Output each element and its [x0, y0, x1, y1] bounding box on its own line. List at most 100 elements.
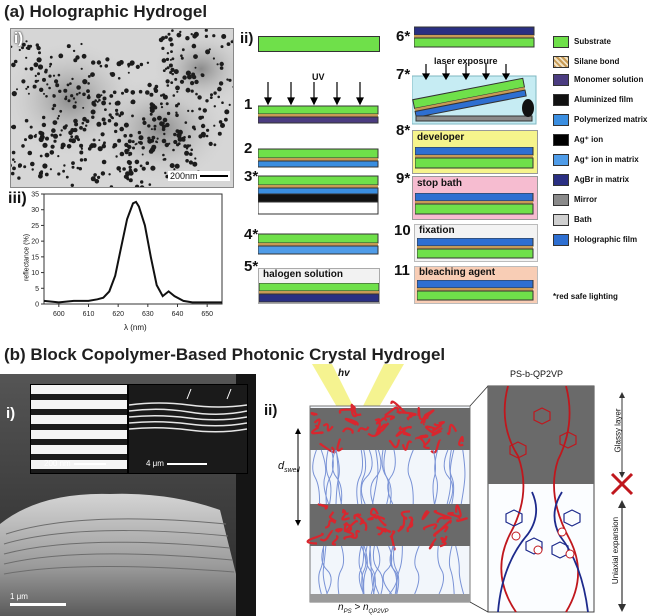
- nanoparticle: [46, 83, 49, 86]
- ps-domain-chain: [353, 514, 365, 523]
- qp2vp-chain: [432, 449, 437, 505]
- legend-swatch: [553, 73, 569, 86]
- nanoparticle: [114, 129, 118, 134]
- nanoparticle: [170, 81, 174, 84]
- nanoparticle: [140, 180, 144, 184]
- diagram-step-3: [258, 175, 379, 215]
- nanoparticle: [134, 159, 140, 165]
- nanoparticle: [149, 102, 154, 107]
- legend-swatch: [553, 55, 569, 68]
- stop-bath: stop bath: [412, 176, 538, 220]
- qp2vp-chain: [381, 449, 392, 505]
- nanoparticle: [11, 163, 12, 168]
- nanoparticle: [127, 65, 130, 68]
- nanoparticle: [34, 74, 37, 77]
- ps-domain-chain: [322, 423, 334, 432]
- step-11-label: 11: [394, 262, 410, 279]
- nanoparticle: [57, 73, 61, 77]
- nanoparticle: [219, 61, 224, 67]
- section-a-title: (a) Holographic Hydrogel: [4, 2, 208, 21]
- ps-domain-chain: [369, 507, 379, 517]
- scale-4um-text: 4 μm: [146, 459, 164, 468]
- nanoparticle: [189, 144, 192, 147]
- nanoparticle: [190, 148, 193, 152]
- nanoparticle: [17, 176, 21, 180]
- nanoparticle: [161, 138, 167, 144]
- nanoparticle: [11, 62, 16, 68]
- nanoparticle: [104, 64, 109, 68]
- nanoparticle: [119, 170, 122, 173]
- nanoparticle: [43, 92, 45, 95]
- ps-domain-chain: [313, 418, 321, 428]
- nanoparticle: [180, 54, 183, 57]
- nanoparticle: [63, 88, 68, 93]
- ps-domain-chain: [338, 404, 356, 415]
- ps-domain-chain: [399, 516, 406, 530]
- legend-swatch: [553, 35, 569, 48]
- nanoparticle: [139, 185, 145, 187]
- nanoparticle: [24, 67, 28, 71]
- ps-domain-chain: [408, 516, 414, 528]
- nanoparticle: [174, 163, 180, 169]
- nanoparticle: [185, 70, 191, 76]
- nanoparticle: [166, 111, 171, 116]
- ps-domain-chain: [375, 423, 387, 435]
- nanoparticle: [164, 35, 168, 39]
- nanoparticle: [109, 185, 114, 187]
- nanoparticle: [87, 147, 92, 151]
- nanoparticle: [138, 141, 143, 145]
- nanoparticle: [12, 158, 15, 161]
- relation-n2: > n: [351, 602, 369, 613]
- nanoparticle: [53, 134, 56, 137]
- y-tick-label: 25: [31, 223, 39, 230]
- nanoparticle: [104, 108, 107, 111]
- diagram-step-4: [258, 233, 379, 255]
- nanoparticle: [55, 83, 60, 88]
- nanoparticle: [170, 50, 173, 53]
- nanoparticle: [187, 135, 191, 139]
- nanoparticle: [197, 95, 202, 100]
- nanoparticle: [113, 122, 119, 127]
- qp2vp-chain: [389, 545, 398, 595]
- nanoparticle: [18, 164, 22, 168]
- legend-label: Monomer solution: [574, 75, 644, 84]
- nanoparticle: [82, 106, 85, 109]
- nanoparticle: [70, 183, 74, 187]
- nanoparticle: [213, 91, 217, 95]
- section-b-title: (b) Block Copolymer-Based Photonic Cryst…: [4, 345, 446, 364]
- nanoparticle: [160, 102, 163, 106]
- qp2vp-chain: [335, 449, 342, 505]
- nanoparticle: [37, 64, 44, 70]
- ps-domain-chain: [431, 427, 443, 437]
- nanoparticle: [138, 89, 143, 94]
- d-swell-subscript: swell: [284, 467, 300, 475]
- legend-label: Ag⁺ ion in matrix: [574, 155, 639, 164]
- nanoparticle: [38, 173, 43, 179]
- polymer-label: PS-b-QP2VP: [510, 369, 564, 379]
- nanoparticle: [60, 142, 66, 148]
- scale-1um-text: 1 μm: [10, 592, 28, 601]
- ps-domain-chain: [421, 510, 430, 521]
- nanoparticle: [40, 170, 44, 174]
- nanoparticle: [213, 143, 217, 147]
- legend-swatch: [553, 153, 569, 166]
- nanoparticle: [119, 126, 124, 132]
- bleaching-agent-label: bleaching agent: [419, 267, 496, 278]
- tem-micrograph: [10, 28, 234, 188]
- hv-label: hv: [338, 368, 350, 379]
- nanoparticle: [171, 72, 174, 76]
- fixation-bath: fixation: [414, 224, 538, 262]
- ps-domain-chain: [400, 510, 410, 520]
- nanoparticle: [87, 75, 91, 78]
- nanoparticle: [221, 101, 224, 104]
- nanoparticle: [102, 90, 106, 94]
- nanoparticle: [188, 160, 193, 165]
- nanoparticle: [165, 122, 170, 128]
- ps-domain-chain: [317, 503, 329, 510]
- nanoparticle: [147, 124, 151, 128]
- ps-domain-chain: [390, 400, 408, 414]
- nanoparticle: [22, 42, 26, 47]
- y-tick-label: 35: [31, 192, 39, 199]
- ps-domain-chain: [428, 537, 437, 550]
- nanoparticle: [162, 158, 165, 161]
